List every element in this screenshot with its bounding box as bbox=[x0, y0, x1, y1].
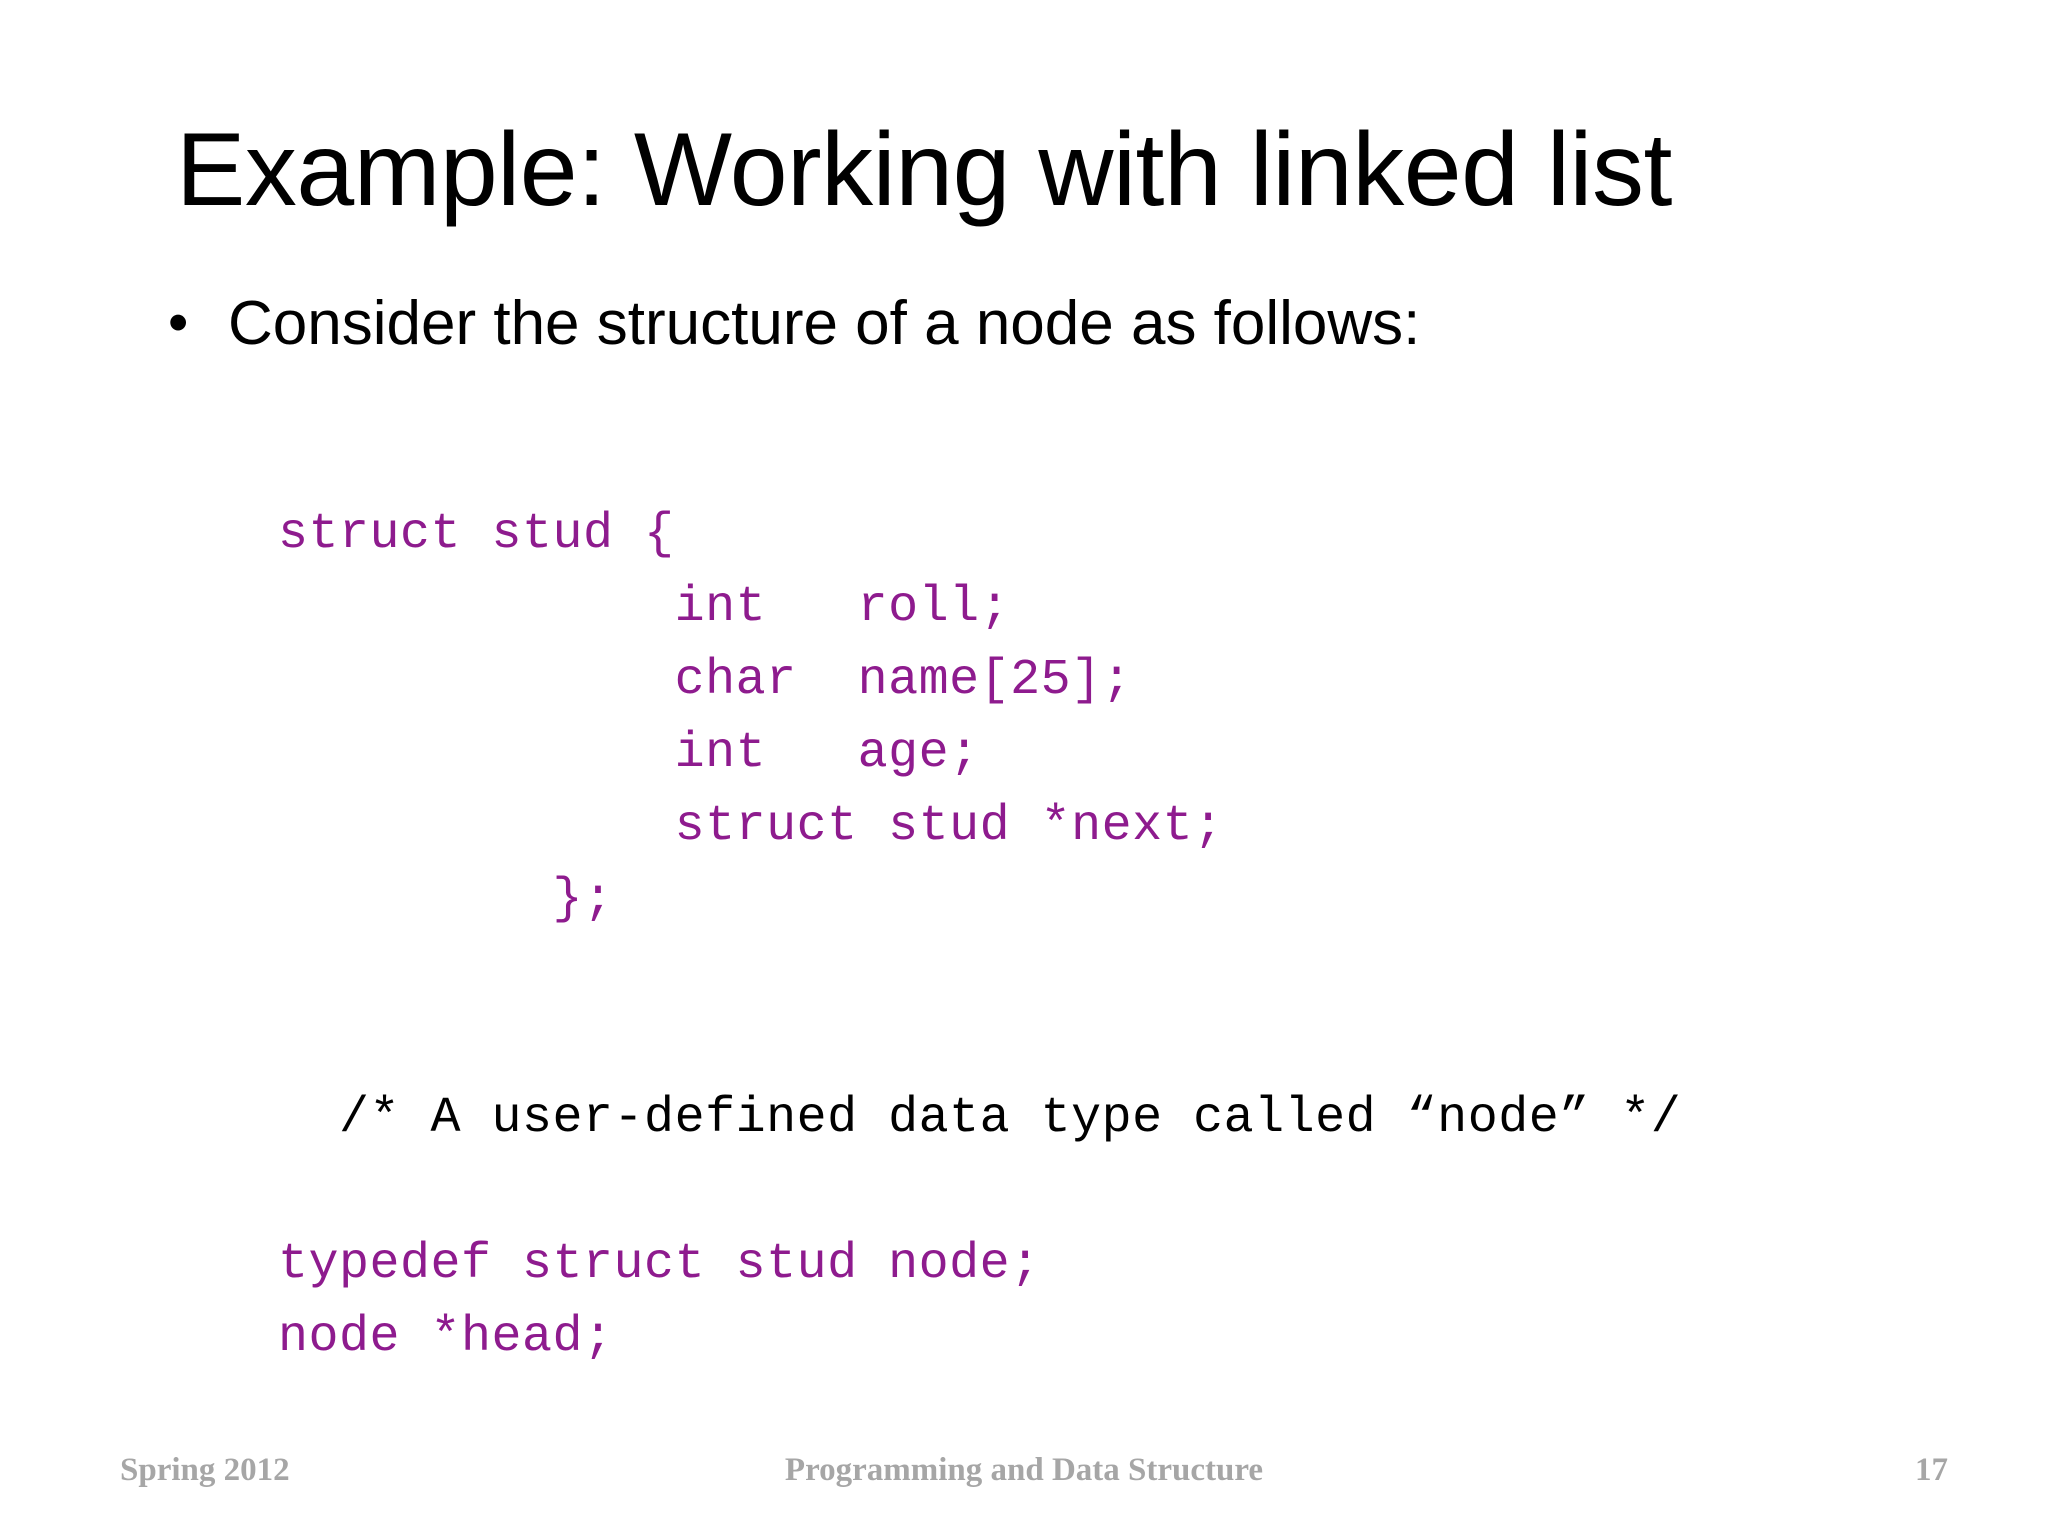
code-line: typedef struct stud node; bbox=[278, 1236, 1041, 1293]
code-line: int age; bbox=[278, 725, 980, 782]
footer-course-label: Programming and Data Structure bbox=[784, 1452, 1264, 1488]
code-line: struct stud *next; bbox=[278, 798, 1224, 855]
code-block: struct stud { int roll; char name[25]; i… bbox=[278, 498, 1928, 1374]
bullet-item-label: Consider the structure of a node as foll… bbox=[228, 289, 1421, 358]
bullet-marker-icon: • bbox=[168, 290, 189, 355]
footer-page-number: 17 bbox=[1915, 1452, 1948, 1488]
slide-footer: Spring 2012 Programming and Data Structu… bbox=[0, 1452, 2048, 1512]
code-line: struct stud { bbox=[278, 506, 675, 563]
page-title: Example: Working with linked list bbox=[176, 112, 1672, 228]
code-line: node *head; bbox=[278, 1309, 614, 1366]
code-line: int roll; bbox=[278, 579, 1011, 636]
footer-term-label: Spring 2012 bbox=[120, 1452, 290, 1488]
code-line bbox=[278, 1009, 1928, 1082]
code-line: }; bbox=[278, 871, 614, 928]
code-comment-line: /* A user-defined data type called “node… bbox=[278, 1090, 1682, 1147]
code-line bbox=[278, 936, 1928, 1009]
bullet-item: • Consider the structure of a node as fo… bbox=[168, 288, 1928, 360]
code-line bbox=[278, 1155, 1928, 1228]
code-line: char name[25]; bbox=[278, 652, 1133, 709]
